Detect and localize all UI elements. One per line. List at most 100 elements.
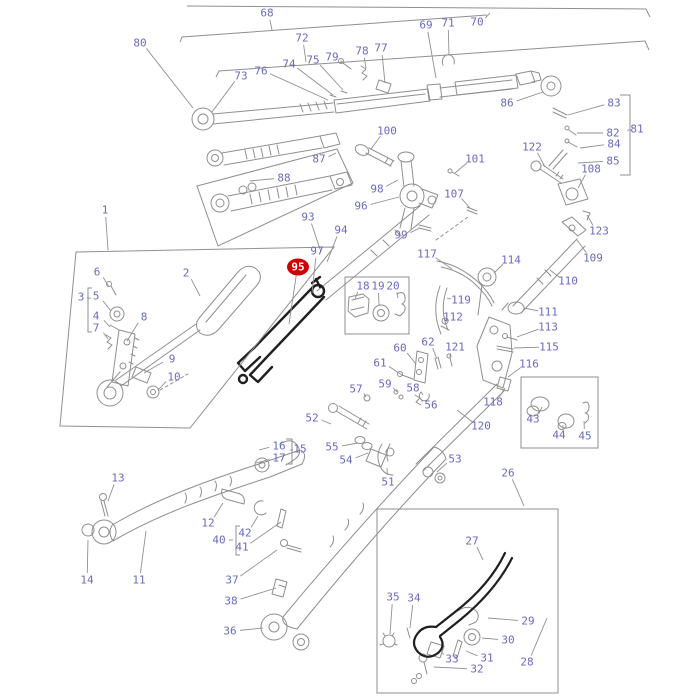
part-label-16[interactable]: 16 <box>258 440 286 453</box>
part-label-72[interactable]: 72 <box>295 32 309 63</box>
part-label-12[interactable]: 12 <box>201 502 224 530</box>
part-label-123[interactable]: 123 <box>586 214 609 238</box>
part-label-17[interactable]: 17 <box>255 452 286 465</box>
part-label-54[interactable]: 54 <box>339 452 369 467</box>
part-label-62[interactable]: 62 <box>421 336 438 360</box>
part-label-114[interactable]: 114 <box>493 254 521 274</box>
part-label-44[interactable]: 44 <box>552 424 566 442</box>
part-label-99[interactable]: 99 <box>394 227 421 242</box>
part-label-73[interactable]: 73 <box>211 70 248 113</box>
part-label-26[interactable]: 26 <box>501 467 525 507</box>
leader-line-99 <box>410 227 421 233</box>
part-label-57[interactable]: 57 <box>349 383 367 398</box>
part-label-118[interactable]: 118 <box>483 387 506 409</box>
part-label-85[interactable]: 85 <box>577 155 620 168</box>
part-label-59[interactable]: 59 <box>378 378 398 393</box>
part-label-79[interactable]: 79 <box>325 51 345 65</box>
part-label-110[interactable]: 110 <box>549 269 578 288</box>
part-label-29[interactable]: 29 <box>487 615 535 628</box>
part-label-83[interactable]: 83 <box>567 97 621 116</box>
part-label-43[interactable]: 43 <box>526 406 543 426</box>
part-label-51[interactable]: 51 <box>381 467 395 489</box>
part-label-80[interactable]: 80 <box>133 37 194 109</box>
part-label-109[interactable]: 109 <box>576 239 603 265</box>
part-label-69[interactable]: 69 <box>419 19 437 79</box>
part-label-75[interactable]: 75 <box>306 54 344 91</box>
part-label-119[interactable]: 119 <box>446 294 471 307</box>
part-label-112[interactable]: 112 <box>443 311 463 324</box>
part-label-38[interactable]: 38 <box>224 587 277 608</box>
part-label-8[interactable]: 8 <box>126 311 147 342</box>
part-label-76[interactable]: 76 <box>254 65 329 101</box>
part-label-94[interactable]: 94 <box>326 224 348 263</box>
part-label-111[interactable]: 111 <box>523 306 558 319</box>
part-label-86[interactable]: 86 <box>500 91 544 110</box>
part-label-9[interactable]: 9 <box>143 353 175 374</box>
part-label-101[interactable]: 101 <box>454 153 485 174</box>
part-label-93[interactable]: 93 <box>301 211 322 253</box>
part-label-121[interactable]: 121 <box>445 341 465 358</box>
highlighted-part-label-95[interactable]: 95 <box>287 258 309 325</box>
part-label-41[interactable]: 41 <box>235 521 282 554</box>
part-label-88[interactable]: 88 <box>249 172 291 185</box>
part-label-37[interactable]: 37 <box>225 549 278 587</box>
part-label-61[interactable]: 61 <box>373 357 403 376</box>
part-label-14[interactable]: 14 <box>80 539 94 587</box>
part-label-60[interactable]: 60 <box>393 342 417 365</box>
part-label-13[interactable]: 13 <box>107 472 125 502</box>
part-label-77[interactable]: 77 <box>374 42 388 84</box>
part-label-68[interactable]: 68 <box>260 7 274 31</box>
part-label-35[interactable]: 35 <box>386 591 400 635</box>
part-label-15[interactable]: 15 <box>290 443 307 456</box>
part-label-45[interactable]: 45 <box>578 420 592 443</box>
part-label-117[interactable]: 117 <box>417 248 453 270</box>
part-label-6[interactable]: 6 <box>94 266 110 288</box>
part-label-55[interactable]: 55 <box>325 441 359 454</box>
part-label-71[interactable]: 71 <box>441 17 455 56</box>
part-label-82[interactable]: 82 <box>577 127 620 140</box>
part-label-34[interactable]: 34 <box>407 592 421 629</box>
part-label-3[interactable]: 3 <box>78 291 91 304</box>
part-label-11[interactable]: 11 <box>132 530 147 587</box>
part-label-36[interactable]: 36 <box>223 625 264 638</box>
part-label-20[interactable]: 20 <box>386 280 400 299</box>
part-label-96[interactable]: 96 <box>354 196 400 213</box>
part-label-70[interactable]: 70 <box>470 12 491 29</box>
part-label-33[interactable]: 33 <box>440 650 459 666</box>
part-label-87[interactable]: 87 <box>312 153 337 166</box>
part-label-7[interactable]: 7 <box>93 322 109 340</box>
part-label-53[interactable]: 53 <box>436 453 462 473</box>
part-label-40[interactable]: 40 <box>212 534 233 547</box>
part-label-5[interactable]: 5 <box>93 290 112 312</box>
part-label-30[interactable]: 30 <box>481 634 515 647</box>
part-label-122[interactable]: 122 <box>522 141 546 168</box>
leader-line-29 <box>487 617 519 621</box>
part-label-108[interactable]: 108 <box>577 163 601 189</box>
part-label-81[interactable]: 81 <box>627 123 644 136</box>
part-label-27[interactable]: 27 <box>465 535 484 561</box>
part-label-97[interactable]: 97 <box>310 245 324 294</box>
part-label-42[interactable]: 42 <box>238 515 259 540</box>
part-label-120[interactable]: 120 <box>456 409 491 433</box>
part-label-74[interactable]: 74 <box>282 58 334 96</box>
part-label-4[interactable]: 4 <box>93 310 111 328</box>
part-label-31[interactable]: 31 <box>465 650 494 665</box>
part-label-116[interactable]: 116 <box>507 358 539 378</box>
part-label-100[interactable]: 100 <box>370 125 397 150</box>
part-label-10[interactable]: 10 <box>157 371 181 391</box>
part-label-58[interactable]: 58 <box>406 382 424 396</box>
part-label-18[interactable]: 18 <box>354 280 370 300</box>
part-label-1[interactable]: 1 <box>102 204 109 251</box>
part-label-115[interactable]: 115 <box>513 341 559 354</box>
part-label-98[interactable]: 98 <box>370 179 399 196</box>
part-label-2[interactable]: 2 <box>183 267 201 297</box>
part-label-32[interactable]: 32 <box>433 663 484 676</box>
part-label-52[interactable]: 52 <box>305 412 332 425</box>
part-label-56[interactable]: 56 <box>420 399 438 412</box>
part-label-78[interactable]: 78 <box>355 45 369 69</box>
part-label-84[interactable]: 84 <box>579 138 621 151</box>
part-label-28[interactable]: 28 <box>520 617 548 669</box>
part-label-113[interactable]: 113 <box>516 321 558 338</box>
part-label-107[interactable]: 107 <box>444 188 471 209</box>
part-label-19[interactable]: 19 <box>371 280 385 306</box>
